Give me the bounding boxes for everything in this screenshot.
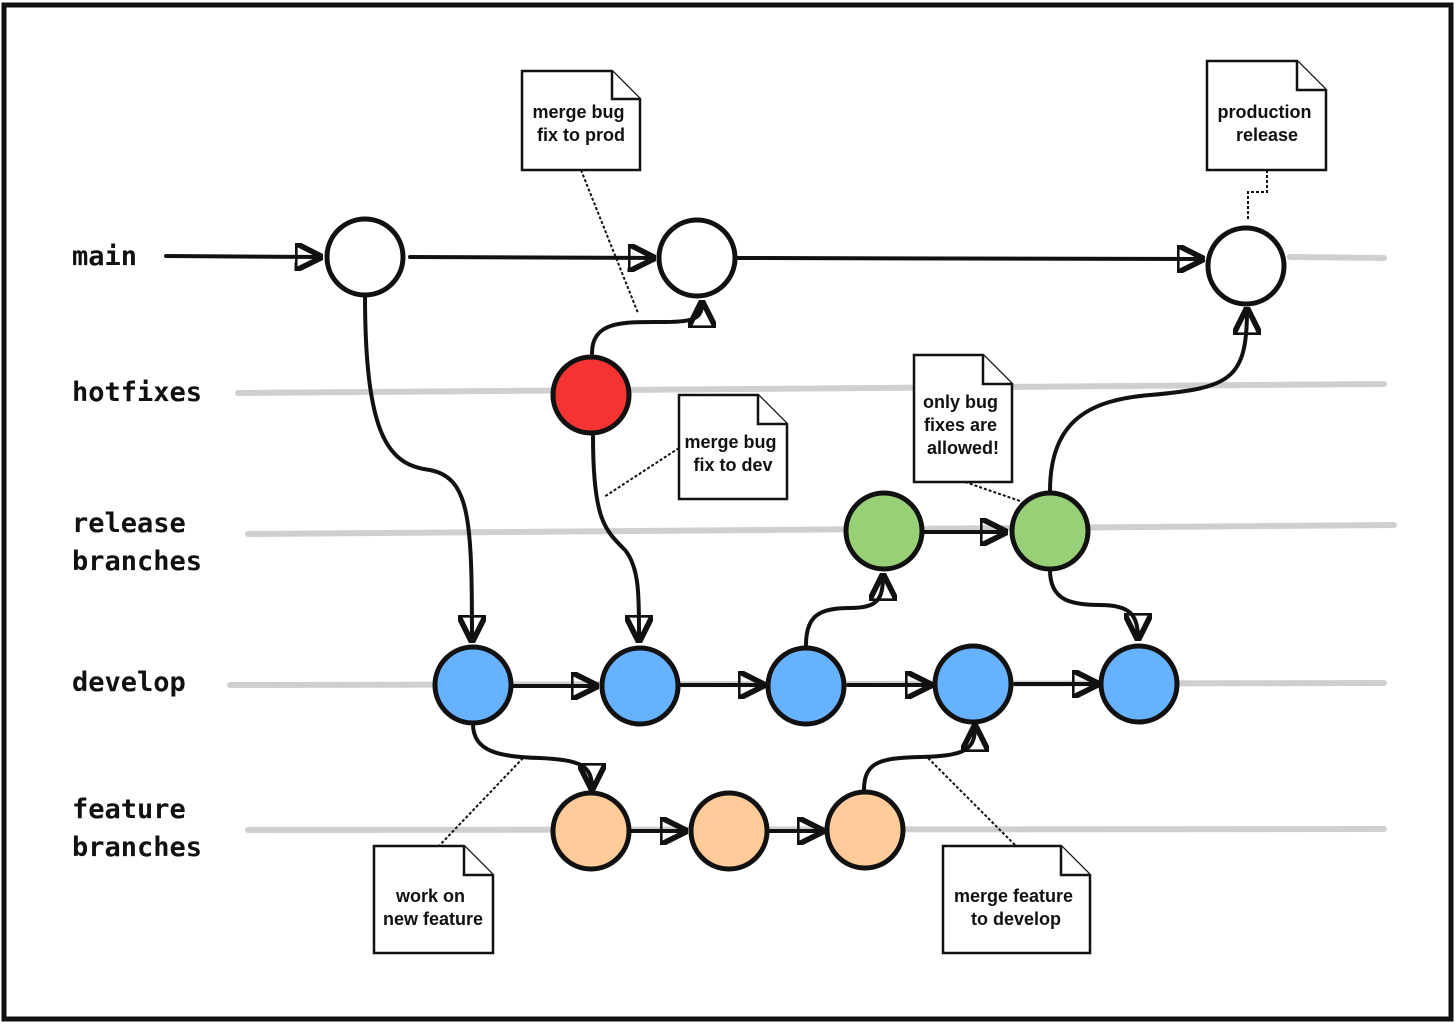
note-leaders xyxy=(436,169,1268,849)
edge-main-1-2 xyxy=(408,257,653,258)
note-line: merge feature xyxy=(954,886,1073,906)
note-production-release: production release xyxy=(1205,59,1328,172)
lane-label-hotfixes-line: hotfixes xyxy=(72,377,202,408)
edge-develop-to-feature xyxy=(471,722,592,788)
note-work-on-new-feature: work on new feature xyxy=(372,844,495,955)
commit-hotfix-1[interactable] xyxy=(550,354,632,436)
note-merge-bug-fix-to-dev: merge bug fix to dev xyxy=(677,393,789,501)
commit-release-1[interactable] xyxy=(843,490,925,572)
note-line: fix to dev xyxy=(693,455,772,475)
edge-develop-to-release xyxy=(804,576,883,647)
commit-feature-3[interactable] xyxy=(824,789,906,871)
lane-line-release xyxy=(245,522,1397,537)
lane-label-release-line-1: release xyxy=(72,508,186,539)
lane-label-develop: develop xyxy=(72,667,186,698)
commit-develop-4[interactable] xyxy=(932,643,1014,725)
note-line: merge bug xyxy=(684,432,776,452)
commits-hotfix xyxy=(550,354,632,436)
note-line: only bug xyxy=(923,392,998,412)
note-text: only bug fixes are allowed! xyxy=(923,392,1003,458)
commit-develop-1[interactable] xyxy=(432,644,514,726)
commits-release xyxy=(843,490,1091,572)
note-shape xyxy=(912,353,1014,484)
note-line: production xyxy=(1218,102,1312,122)
note-fold xyxy=(1059,846,1090,877)
lane-label-release-line-2: branches xyxy=(72,546,202,577)
leader-merge-bug-fix-to-dev xyxy=(603,447,680,498)
lane-label-feature: feature branches xyxy=(72,794,202,863)
commit-develop-5[interactable] xyxy=(1098,643,1180,725)
lane-line-main xyxy=(1287,254,1387,261)
note-text: merge bug fix to dev xyxy=(684,432,781,475)
note-line: fix to prod xyxy=(537,125,625,145)
edge-hotfix-to-main xyxy=(590,303,702,355)
note-text: merge feature to develop xyxy=(954,886,1078,929)
commit-feature-2[interactable] xyxy=(688,790,770,872)
commit-develop-3[interactable] xyxy=(765,645,847,727)
leader-work-on-new-feature xyxy=(436,757,524,849)
lane-label-main-line: main xyxy=(72,241,137,272)
lane-labels: main hotfixes release branches develop f… xyxy=(72,241,202,863)
note-text: production release xyxy=(1218,102,1317,145)
edge-release-to-develop xyxy=(1048,568,1138,638)
note-text: merge bug fix to prod xyxy=(532,102,629,145)
lane-guides xyxy=(227,254,1397,833)
note-line: release xyxy=(1236,125,1298,145)
edge-feature-to-develop xyxy=(862,727,975,792)
edge-release-to-main xyxy=(1048,310,1247,493)
note-shape xyxy=(941,844,1092,955)
leader-merge-feature-to-develop xyxy=(927,757,1019,849)
commit-release-2[interactable] xyxy=(1009,490,1091,572)
commits-feature xyxy=(550,789,906,872)
note-fold xyxy=(1295,61,1326,92)
commit-feature-1[interactable] xyxy=(550,790,632,872)
note-merge-bug-fix-to-prod: merge bug fix to prod xyxy=(520,69,642,172)
lane-label-feature-line-1: feature xyxy=(72,794,186,825)
lane-label-release: release branches xyxy=(72,508,202,577)
edge-main-in xyxy=(164,256,320,257)
lane-label-hotfixes: hotfixes xyxy=(72,377,202,408)
note-merge-feature-to-develop: merge feature to develop xyxy=(941,844,1092,955)
note-line: merge bug xyxy=(532,102,624,122)
edge-main-to-develop xyxy=(363,293,472,640)
note-line: to develop xyxy=(971,909,1061,929)
commits-develop xyxy=(432,643,1180,727)
commits-main xyxy=(324,216,1287,307)
commit-main-1[interactable] xyxy=(324,216,406,298)
commit-main-3[interactable] xyxy=(1205,225,1287,307)
edge-hotfix-to-develop xyxy=(591,434,639,640)
commit-develop-2[interactable] xyxy=(599,645,681,727)
note-fold xyxy=(756,395,787,426)
note-fold xyxy=(610,71,640,101)
note-fold xyxy=(981,355,1012,386)
note-line: fixes are xyxy=(924,415,997,435)
leader-production-release xyxy=(1247,170,1268,220)
edge-main-2-3 xyxy=(736,258,1202,259)
lane-label-feature-line-2: branches xyxy=(72,832,202,863)
lane-line-hotfixes xyxy=(235,381,1387,396)
note-line: work on xyxy=(395,886,465,906)
note-shape xyxy=(520,69,642,172)
leader-merge-bug-fix-to-prod xyxy=(580,169,639,314)
note-line: allowed! xyxy=(927,438,999,458)
note-only-bug-fixes-allowed: only bug fixes are allowed! xyxy=(912,353,1014,484)
lane-label-main: main xyxy=(72,241,137,272)
edges xyxy=(164,256,1247,831)
leader-only-bug-fixes-allowed xyxy=(964,481,1021,502)
commit-main-2[interactable] xyxy=(656,217,738,299)
note-line: new feature xyxy=(383,909,483,929)
note-fold xyxy=(462,846,493,877)
note-text: work on new feature xyxy=(383,886,483,929)
lane-label-develop-line: develop xyxy=(72,667,186,698)
